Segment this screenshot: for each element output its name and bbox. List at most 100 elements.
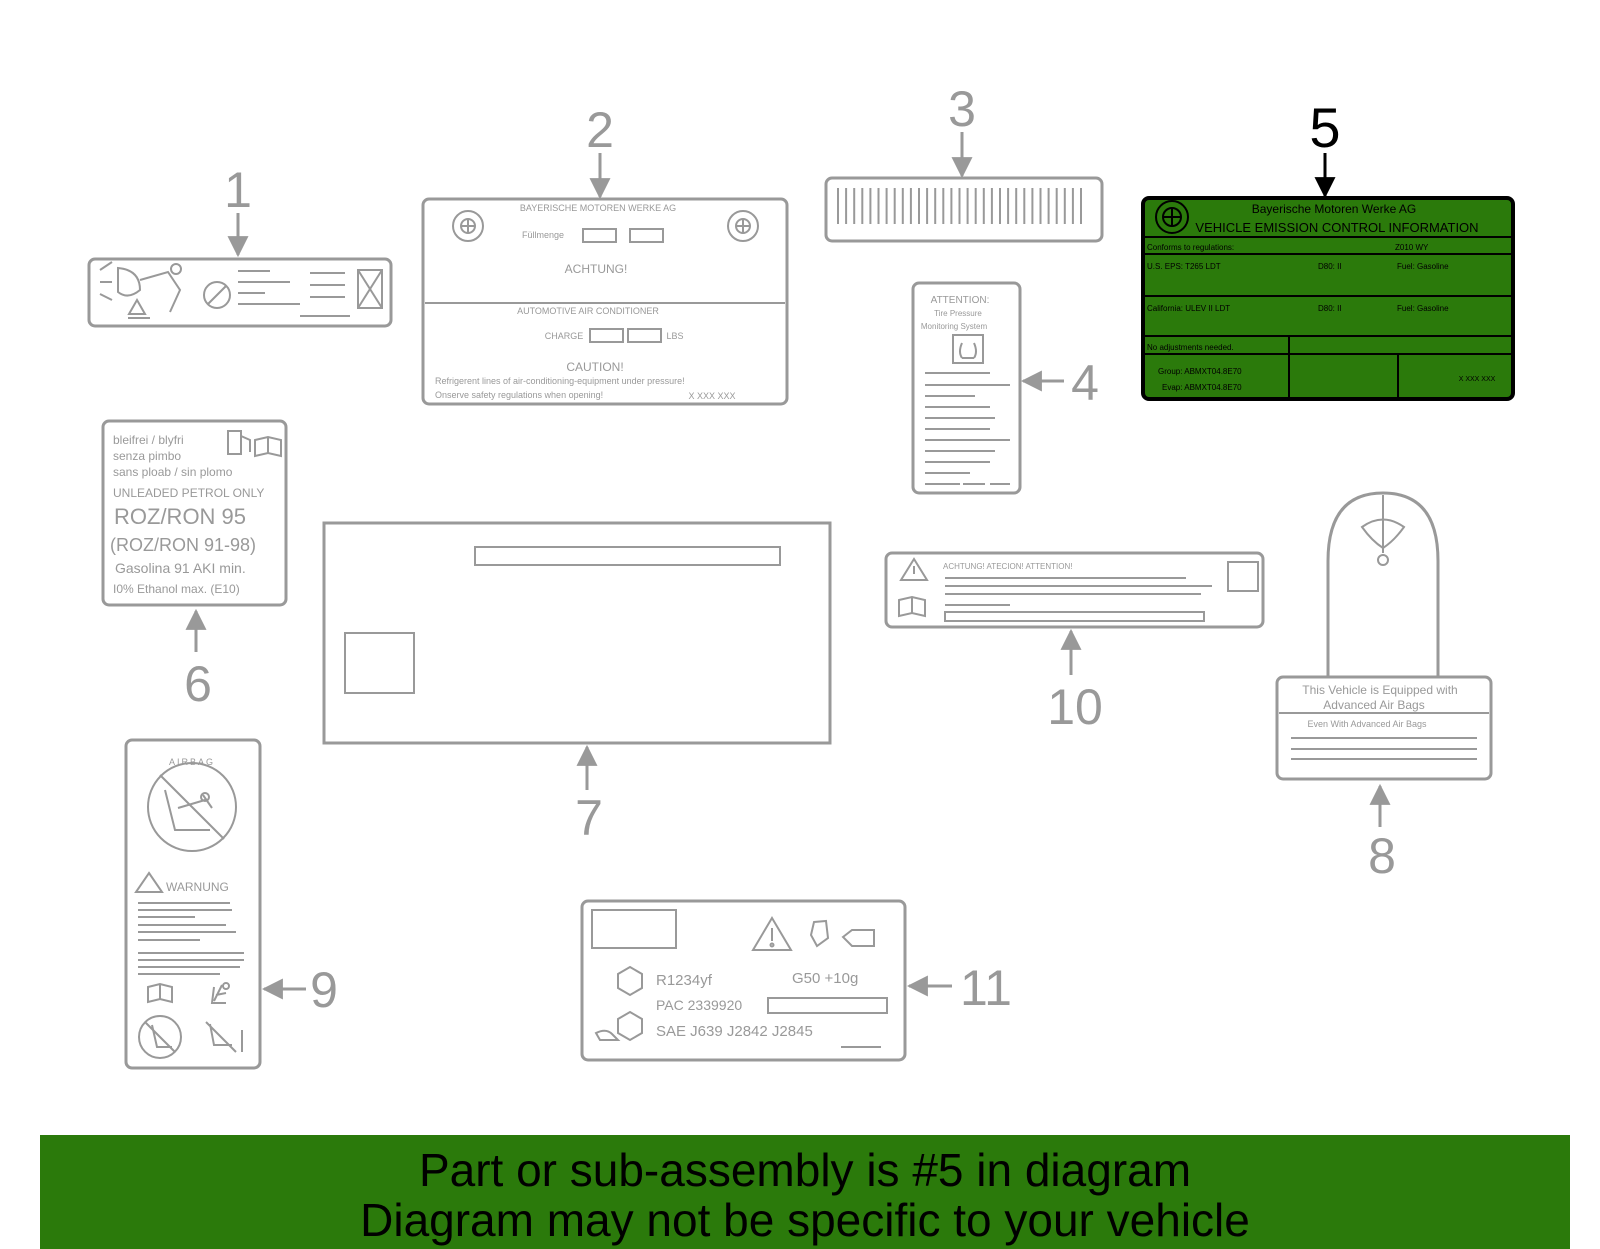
label2-fullmenge: Füllmenge	[522, 230, 564, 240]
label8-l2: Advanced Air Bags	[1323, 698, 1424, 712]
info-banner: Part or sub-assembly is #5 in diagram Di…	[40, 1135, 1570, 1249]
label9-airbag: AIRBAG	[169, 757, 215, 767]
label5-code: X XXX XXX	[1459, 376, 1496, 383]
part-8-airbag-tag[interactable]: This Vehicle is Equipped with Advanced A…	[1275, 491, 1493, 884]
manual-info-icon	[254, 435, 282, 458]
label6-l7: Gasolina 91 AKI min.	[115, 560, 246, 576]
callout-6: 6	[184, 656, 212, 712]
label5-us-eps: U.S. EPS: T265 LDT	[1147, 262, 1221, 271]
callout-2: 2	[586, 102, 614, 158]
label9-warnung: WARNUNG	[166, 880, 229, 894]
label5-group: Group: ABMXT04.8E70	[1158, 367, 1242, 376]
label5-model-year: Z010 WY	[1395, 243, 1429, 252]
banner-line-1: Part or sub-assembly is #5 in diagram	[418, 1144, 1192, 1196]
callout-3: 3	[948, 81, 976, 137]
label5-california: California: ULEV II LDT	[1147, 304, 1230, 313]
no-rear-seat-icon	[138, 1015, 182, 1059]
label2-line2: Onserve safety regulations when opening!	[435, 390, 603, 400]
label6-l1: bleifrei / blyfri	[113, 433, 184, 447]
part-11-refrigerant-label[interactable]: R1234yf G50 +10g PAC 2339920 SAE J639 J2…	[580, 899, 1012, 1062]
oil-can-icon	[841, 929, 875, 947]
oil-container-icon	[594, 1010, 643, 1042]
barcode-lines	[837, 188, 1082, 224]
label5-obd1: D80: II	[1318, 262, 1342, 271]
no-touch-icon	[203, 281, 231, 309]
part-9-airbag-warning-label[interactable]: AIRBAG WARNUNG	[124, 738, 338, 1070]
label2-ac: AUTOMOTIVE AIR CONDITIONER	[517, 306, 659, 316]
label2-code: X XXX XXX	[688, 391, 735, 401]
label5-fuel2: Fuel: Gasoline	[1397, 304, 1449, 313]
manual-info-icon	[898, 595, 926, 618]
label6-l6: (ROZ/RON 91-98)	[110, 535, 256, 555]
label4-tpms2: Monitoring System	[921, 322, 988, 331]
label5-evap: Evap: ABMXT04.8E70	[1162, 383, 1242, 392]
bmw-logo-icon	[1155, 200, 1189, 234]
no-child-seat-icon	[147, 762, 237, 852]
label2-charge: CHARGE	[545, 331, 584, 341]
seat-belt-icon	[210, 982, 230, 1004]
label11-oil: G50 +10g	[792, 970, 858, 987]
part-10-attention-label[interactable]: ACHTUNG! ATECION! ATTENTION! 10	[884, 551, 1265, 735]
label6-l3: sans ploab / sin plomo	[113, 465, 233, 479]
label2-lbs: LBS	[666, 331, 683, 341]
label4-tpms1: Tire Pressure	[934, 309, 982, 318]
label8-l3: Even With Advanced Air Bags	[1307, 719, 1427, 729]
warning-triangle-icon	[899, 557, 929, 581]
label6-l8: I0% Ethanol max. (E10)	[113, 582, 240, 596]
label11-refrigerant: R1234yf	[656, 972, 713, 989]
label6-l2: senza pimbo	[113, 449, 181, 463]
screw-hole-right-icon	[727, 210, 759, 242]
label6-l4: UNLEADED PETROL ONLY	[113, 486, 264, 500]
warning-triangle-icon	[134, 871, 164, 893]
callout-4: 4	[1071, 355, 1099, 411]
part-3-barcode-label[interactable]: 3	[824, 81, 1104, 243]
label2-line1: Refrigerent lines of air-conditioning-eq…	[435, 376, 685, 386]
hexagon-icon	[617, 965, 643, 997]
label5-fuel1: Fuel: Gasoline	[1397, 262, 1449, 271]
label5-no-adjust: No adjustments needed.	[1147, 343, 1234, 352]
callout-7: 7	[575, 790, 603, 846]
manual-book-icon	[147, 982, 173, 1004]
label8-l1: This Vehicle is Equipped with	[1302, 683, 1457, 697]
warning-triangle-icon	[751, 916, 793, 951]
label4-attention: ATTENTION:	[931, 295, 990, 306]
tpms-text-lines	[925, 372, 1010, 485]
label2-maker: BAYERISCHE MOTOREN WERKE AG	[520, 203, 676, 213]
part-1-warning-label[interactable]: 1	[87, 162, 393, 328]
banner-line-2: Diagram may not be specific to your vehi…	[360, 1194, 1250, 1246]
label11-sae: SAE J639 J2842 J2845	[656, 1023, 813, 1040]
label10-header: ACHTUNG! ATECION! ATTENTION!	[943, 562, 1073, 571]
attention-text-lines	[945, 577, 1212, 606]
label2-achtung: ACHTUNG!	[565, 262, 628, 276]
fuel-pump-icon	[227, 430, 251, 455]
part-5-emission-label[interactable]: 5 Bayerische Motoren Werke AG VEHICLE EM…	[1141, 96, 1515, 401]
callout-10: 10	[1047, 679, 1103, 735]
label5-obd2: D80: II	[1318, 304, 1342, 313]
callout-11: 11	[960, 960, 1012, 1016]
part-7-blank-label[interactable]: 7	[322, 521, 832, 846]
airbag-text-lines	[1291, 737, 1477, 760]
label11-pac: PAC 2339920	[656, 997, 742, 1013]
part-2-ac-label[interactable]: 2 BAYERISCHE MOTOREN WERKE AG Füllmenge …	[421, 102, 789, 406]
callout-1: 1	[224, 162, 252, 218]
screw-hole-left-icon	[452, 210, 484, 242]
label5-maker: Bayerische Motoren Werke AG	[1252, 202, 1417, 216]
warnung-text-lines	[138, 902, 244, 975]
label5-conforms: Conforms to regulations:	[1147, 243, 1234, 252]
callout-5: 5	[1309, 96, 1340, 159]
part-4-tpms-label[interactable]: 4 ATTENTION: Tire Pressure Monitoring Sy…	[911, 281, 1099, 495]
label2-caution: CAUTION!	[566, 360, 623, 374]
tire-pressure-icon	[952, 334, 984, 364]
label6-l5: ROZ/RON 95	[114, 504, 246, 529]
hanger-icon	[1360, 495, 1406, 566]
hood-warning-icon	[99, 261, 182, 319]
label5-title: VEHICLE EMISSION CONTROL INFORMATION	[1195, 220, 1478, 235]
emission-label-body	[1141, 196, 1515, 401]
warning-text-lines	[238, 270, 350, 317]
callout-8: 8	[1368, 828, 1396, 884]
hand-glove-icon	[809, 919, 830, 948]
emission-table-lines	[1145, 236, 1511, 398]
part-6-fuel-label[interactable]: bleifrei / blyfri senza pimbo sans ploab…	[101, 419, 288, 712]
seat-position-icon	[205, 1021, 243, 1053]
